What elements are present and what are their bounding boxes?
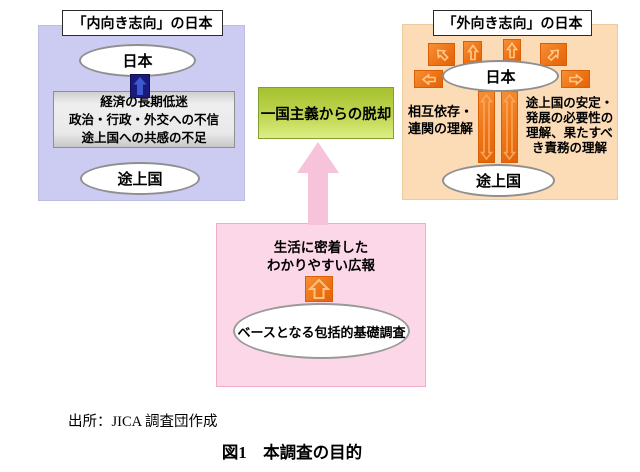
- developing-need-note: 途上国の安定・ 発展の必要性の 理解、果たすべ き責務の理解: [520, 96, 619, 156]
- outward-ray-upleft-icon: [428, 43, 455, 66]
- factor-line-3: 途上国への共感の不足: [81, 130, 207, 145]
- inward-panel-title-label: 「内向き志向」の日本: [72, 15, 213, 31]
- developing-need-line-3: 理解、果たすべ: [526, 126, 613, 140]
- factor-line-2: 政治・行政・外交への不信: [68, 112, 219, 127]
- big-pink-up-arrow-icon: [293, 140, 343, 230]
- outward-ray-up2-icon: [503, 39, 521, 62]
- inward-panel-title: 「内向き志向」の日本: [62, 10, 223, 36]
- inward-factors-box: 経済の長期低迷 政治・行政・外交への不信 途上国への共感の不足: [53, 91, 235, 148]
- navy-up-arrow-icon: [130, 74, 150, 98]
- factor-line-1: 経済の長期低迷: [100, 94, 188, 109]
- publicity-heading-line-2: わかりやすい広報: [267, 257, 375, 273]
- outward-developing-label: 途上国: [475, 173, 521, 190]
- developing-need-line-2: 発展の必要性の: [525, 111, 614, 125]
- outward-japan-ellipse: 日本: [442, 60, 559, 92]
- base-survey-label: ベースとなる包括的基礎調査: [237, 324, 406, 340]
- goal-box: 一国主義からの脱却: [258, 87, 394, 139]
- inward-japan-label: 日本: [122, 53, 153, 70]
- mutual-dependence-line-2: 連関の理解: [407, 121, 473, 136]
- outward-panel-title: 「外向き志向」の日本: [433, 10, 592, 36]
- inward-developing-ellipse: 途上国: [80, 162, 200, 195]
- orange-up-arrow-icon: [305, 276, 333, 302]
- source-note: 出所：JICA 調査団作成: [68, 414, 218, 430]
- goal-label: 一国主義からの脱却: [260, 106, 392, 123]
- outward-ray-right-icon: [561, 70, 590, 88]
- outward-panel-title-label: 「外向き志向」の日本: [442, 15, 583, 31]
- double-arrow-left-icon: [478, 91, 495, 163]
- outward-developing-ellipse: 途上国: [442, 164, 555, 197]
- figure-caption: 図1 本調査の目的: [221, 443, 363, 462]
- base-survey-ellipse: ベースとなる包括的基礎調査: [233, 303, 410, 359]
- inward-japan-ellipse: 日本: [79, 44, 196, 77]
- outward-ray-left-icon: [414, 70, 443, 88]
- double-arrow-right-icon: [501, 91, 518, 163]
- mutual-dependence-note: 相互依存・ 連関の理解: [403, 103, 478, 137]
- developing-need-line-4: き責務の理解: [531, 141, 607, 155]
- publicity-heading-line-1: 生活に密着した: [273, 240, 369, 255]
- mutual-dependence-line-1: 相互依存・: [407, 104, 473, 119]
- outward-japan-label: 日本: [485, 68, 516, 86]
- outward-ray-upright-icon: [540, 43, 567, 66]
- publicity-heading: 生活に密着した わかりやすい広報: [216, 239, 426, 274]
- inward-developing-label: 途上国: [117, 171, 163, 188]
- developing-need-line-1: 途上国の安定・: [525, 96, 614, 110]
